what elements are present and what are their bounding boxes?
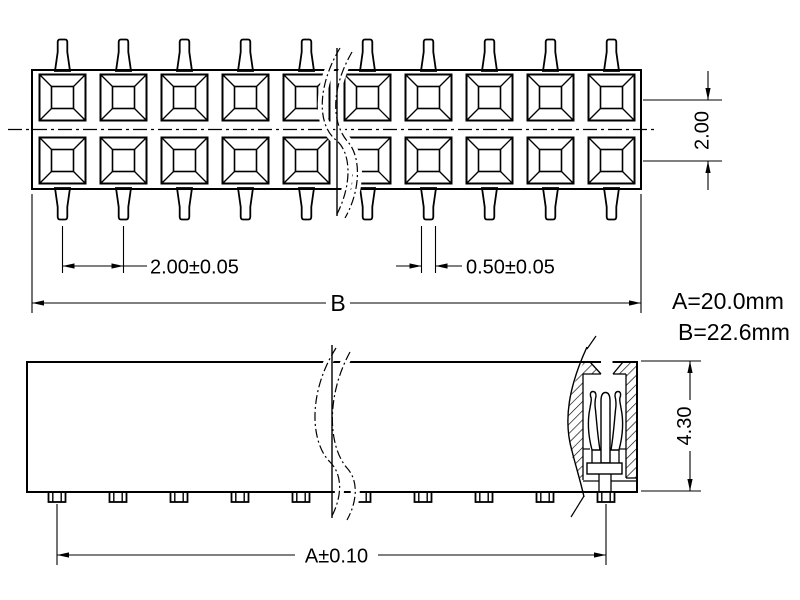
dim-pin-pitch: 2.00±0.05 (61, 226, 239, 279)
socket (465, 73, 514, 122)
pin-top (298, 38, 315, 72)
pin-bottom (542, 187, 559, 221)
contact-arm-left (587, 390, 601, 451)
foot (169, 491, 189, 503)
pin-bottom (481, 187, 498, 221)
socket (404, 136, 453, 185)
pin-bottom (420, 187, 437, 221)
side-view-break (310, 343, 360, 525)
dim-pin-span: A±0.10 (56, 504, 607, 568)
pin-bottom (54, 187, 71, 221)
dim-body-height-label: 4.30 (674, 407, 696, 446)
arrow-down-icon (687, 479, 693, 491)
dim-overall-length-label: B (330, 290, 345, 316)
pin-top (115, 38, 132, 72)
socket (221, 136, 270, 185)
notes: A=20.0mm B=22.6mm (672, 288, 790, 345)
socket (160, 73, 209, 122)
socket (38, 136, 87, 185)
contact-section (567, 335, 637, 518)
arrow-right-icon (409, 263, 422, 269)
socket (221, 73, 270, 122)
side-view-feet (47, 491, 555, 503)
socket (160, 136, 209, 185)
pin-bottom (176, 187, 193, 221)
section-cut-edge (567, 346, 588, 498)
pin-bottom (603, 187, 620, 221)
arrow-down-icon (705, 88, 711, 100)
dim-pin-pitch-label: 2.00±0.05 (150, 257, 239, 279)
break-stub (586, 335, 597, 350)
foot (413, 491, 433, 503)
socket (282, 136, 331, 185)
socket (465, 136, 514, 185)
dim-body-height: 4.30 (641, 360, 701, 492)
arrow-up-icon (687, 361, 693, 373)
arrow-left-icon (32, 300, 44, 306)
note-b-value: B=22.6mm (678, 319, 790, 345)
pin-top (176, 38, 193, 72)
foot (474, 491, 494, 503)
pin-top (359, 38, 376, 72)
socket (99, 136, 148, 185)
pin-bottom (359, 187, 376, 221)
break-stub (570, 495, 585, 518)
dim-overall-length: B (31, 194, 642, 316)
note-a-value: A=20.0mm (672, 288, 784, 314)
break-curve (335, 51, 358, 219)
socket (343, 73, 392, 122)
arrow-left-icon (57, 552, 69, 558)
socket (587, 73, 636, 122)
socket (526, 136, 575, 185)
dim-pin-width-label: 0.50±0.05 (466, 257, 555, 279)
socket (99, 73, 148, 122)
opening-gap (601, 360, 613, 364)
break-curve (314, 347, 341, 517)
pin-top (603, 38, 620, 72)
section-right-wall (613, 362, 637, 478)
dim-pin-span-label: A±0.10 (305, 546, 368, 568)
arrow-right-icon (111, 263, 124, 269)
top-view: 2.00±0.05 0.50±0.05 B (8, 38, 722, 316)
contact-tongue (600, 391, 611, 464)
socket (404, 73, 453, 122)
arrow-left-icon (435, 263, 448, 269)
dim-pin-width: 0.50±0.05 (396, 226, 555, 279)
socket (587, 136, 636, 185)
dim-row-pitch: 2.00 (643, 71, 722, 190)
pin-bottom (298, 187, 315, 221)
pin-top (542, 38, 559, 72)
contact-foot (596, 491, 616, 503)
socket (38, 73, 87, 122)
foot (108, 491, 128, 503)
pin-top (481, 38, 498, 72)
foot (47, 491, 67, 503)
break-curve (321, 47, 349, 217)
foot (535, 491, 555, 503)
pin-top (54, 38, 71, 72)
contact-arm-right (610, 390, 624, 451)
arrow-right-icon (594, 552, 606, 558)
break-curve (331, 351, 356, 521)
pin-top (237, 38, 254, 72)
pin-bottom (115, 187, 132, 221)
arrow-up-icon (705, 161, 711, 173)
contact-base (586, 462, 623, 475)
foot (230, 491, 250, 503)
dim-row-pitch-label: 2.00 (692, 111, 714, 150)
arrow-left-icon (62, 263, 75, 269)
pin-bottom (237, 187, 254, 221)
side-view: A±0.10 4.30 (26, 335, 701, 568)
top-view-break (317, 43, 362, 223)
pin-top (420, 38, 437, 72)
arrow-right-icon (629, 300, 641, 306)
foot (291, 491, 311, 503)
section-left-wall (568, 362, 601, 480)
socket (526, 73, 575, 122)
